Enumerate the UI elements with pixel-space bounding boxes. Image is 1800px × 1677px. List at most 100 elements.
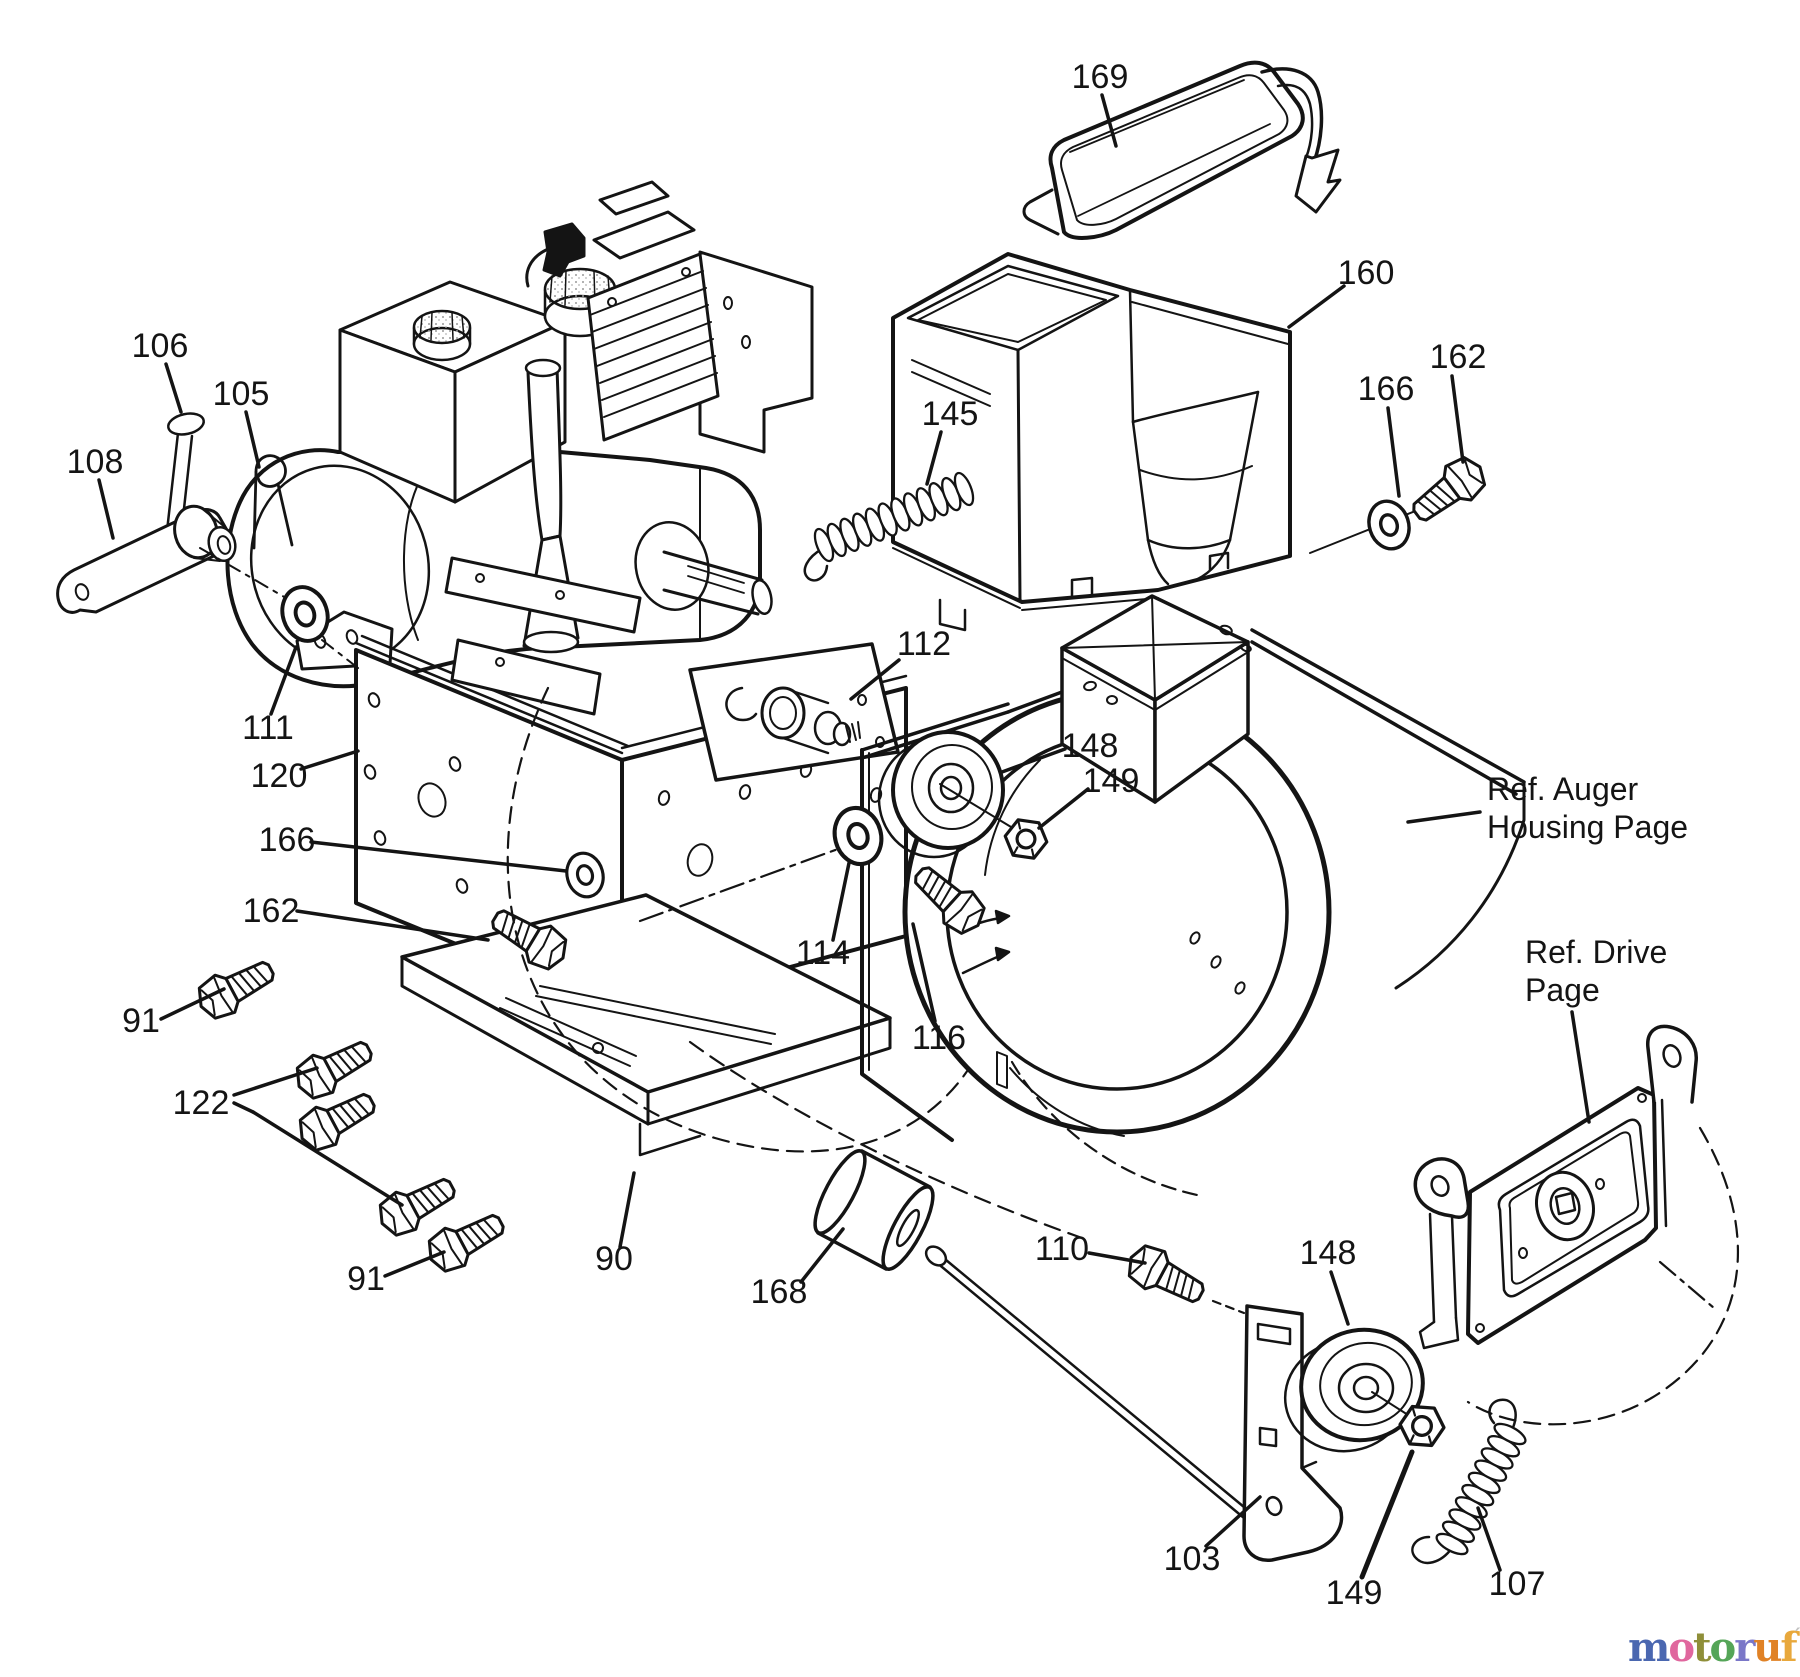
part-number-label: 91: [122, 1002, 160, 1040]
reference-note-line: Ref. Auger: [1487, 771, 1639, 807]
leader-line: [925, 430, 943, 486]
leader-line: [1450, 374, 1465, 464]
callout-107: 107: [1476, 1506, 1546, 1603]
part-number-label: 166: [259, 821, 316, 859]
watermark-letter: m: [1628, 1624, 1670, 1671]
leader-line: [1329, 1270, 1350, 1326]
leader-line: [232, 1066, 319, 1097]
callout-106: 106: [132, 327, 189, 414]
mounting-arrows: [958, 909, 1011, 975]
part-number-label: 90: [595, 1240, 633, 1278]
battery-cover-169: [1022, 60, 1342, 240]
leader-line: [383, 1250, 446, 1278]
control-rod: [924, 1245, 1252, 1520]
watermark-letter: o: [1668, 1624, 1695, 1671]
callout-166-left: 166: [259, 821, 568, 873]
callout-114: 114: [796, 861, 851, 972]
watermark-letter: r: [1734, 1624, 1755, 1671]
leader-line: [232, 1101, 255, 1114]
crankshaft-pto-shaft: [662, 550, 773, 616]
air-box: [592, 180, 696, 260]
part-number-label: 166: [1358, 370, 1415, 408]
part-number-label: 149: [1083, 762, 1140, 800]
part-number-label: 116: [912, 1019, 966, 1057]
idler-pivot-plate-112: [688, 642, 900, 782]
callout-90: 90: [595, 1171, 636, 1278]
spring-107: [1435, 1422, 1527, 1556]
idler-pulley-148-bottom: [1283, 1327, 1425, 1453]
reference-note-line: Housing Page: [1487, 809, 1688, 845]
leader-line: [251, 1110, 404, 1207]
leader-line: [97, 478, 115, 540]
coil-springs: [813, 471, 1527, 1556]
part-number-label: 106: [132, 327, 189, 365]
part-number-label: 103: [1164, 1540, 1221, 1578]
callout-labels: 1691601661621061051081111201661629112291…: [67, 58, 1688, 1612]
leader-line: [269, 645, 298, 716]
watermark-letter: t: [1693, 1624, 1712, 1671]
leader-line: [1359, 1449, 1415, 1580]
part-number-label: 120: [251, 757, 308, 795]
idler-assembly-top: [828, 730, 1051, 943]
auger-housing: [860, 594, 1526, 1198]
part-number-label: 111: [242, 709, 294, 747]
engine-mount-rails: [444, 556, 642, 716]
callout-103: 103: [1164, 1495, 1262, 1578]
part-number-label: 105: [213, 375, 270, 413]
leader-line: [309, 840, 568, 873]
watermark-tick: ´: [1791, 1624, 1800, 1648]
leader-line: [1204, 1495, 1262, 1548]
leader-line: [799, 1227, 845, 1284]
engine-end-bell: [634, 521, 710, 611]
leader-line: [244, 410, 261, 469]
plate-right-ear: [1646, 1024, 1698, 1228]
part-number-label: 168: [751, 1273, 808, 1311]
ignition-coil: [525, 222, 586, 288]
callout-169: 169: [1072, 58, 1129, 148]
roller-spacer-168: [813, 1149, 935, 1271]
spring-145: [813, 471, 975, 563]
part-number-label: 169: [1072, 58, 1129, 96]
bolt-110: [1119, 1237, 1213, 1315]
leader-line: [1287, 284, 1346, 329]
part-number-label: 108: [67, 443, 124, 481]
part-number-label: 112: [897, 625, 951, 663]
leader-line: [1087, 1251, 1147, 1265]
part-number-label: 110: [1035, 1230, 1089, 1268]
cylinder-fins: [586, 252, 720, 442]
callout-162-right: 162: [1430, 338, 1486, 464]
cover-fasteners-right: [1309, 448, 1495, 556]
watermark-letter: o: [1709, 1624, 1737, 1671]
leader-line: [295, 909, 490, 942]
leader-line: [164, 362, 183, 414]
leader-line: [618, 1171, 636, 1249]
tension-bracket-103: [1242, 1304, 1344, 1562]
washer-166-right: [1361, 494, 1417, 556]
callout-112: 112: [849, 625, 951, 701]
chute-collar: [1060, 594, 1252, 804]
callout-108: 108: [67, 443, 124, 540]
part-number-label: 160: [1338, 254, 1395, 292]
frame-bolts-91-122: [189, 949, 513, 1280]
leader-line: [1406, 810, 1482, 824]
leader-line: [299, 749, 360, 771]
part-number-label: 148: [1062, 727, 1119, 765]
pivot-spacer: [760, 686, 861, 755]
leader-line: [849, 658, 901, 701]
part-number-label: 114: [796, 934, 850, 972]
fuel-cap: [412, 309, 472, 362]
part-number-label: 107: [1489, 1565, 1546, 1603]
leader-line: [911, 922, 937, 1023]
leader-line: [831, 861, 851, 942]
callout-166-right: 166: [1358, 370, 1415, 498]
watermark-letter: u: [1753, 1624, 1782, 1671]
leader-line: [159, 987, 226, 1021]
engine-heat-shield: [698, 250, 814, 454]
watermark-letter: f: [1780, 1624, 1797, 1671]
leader-line: [1386, 406, 1401, 498]
callout-162-left: 162: [243, 892, 490, 942]
callout-168: 168: [751, 1227, 845, 1311]
part-number-label: 162: [243, 892, 300, 930]
cover-strap: [1260, 67, 1342, 214]
